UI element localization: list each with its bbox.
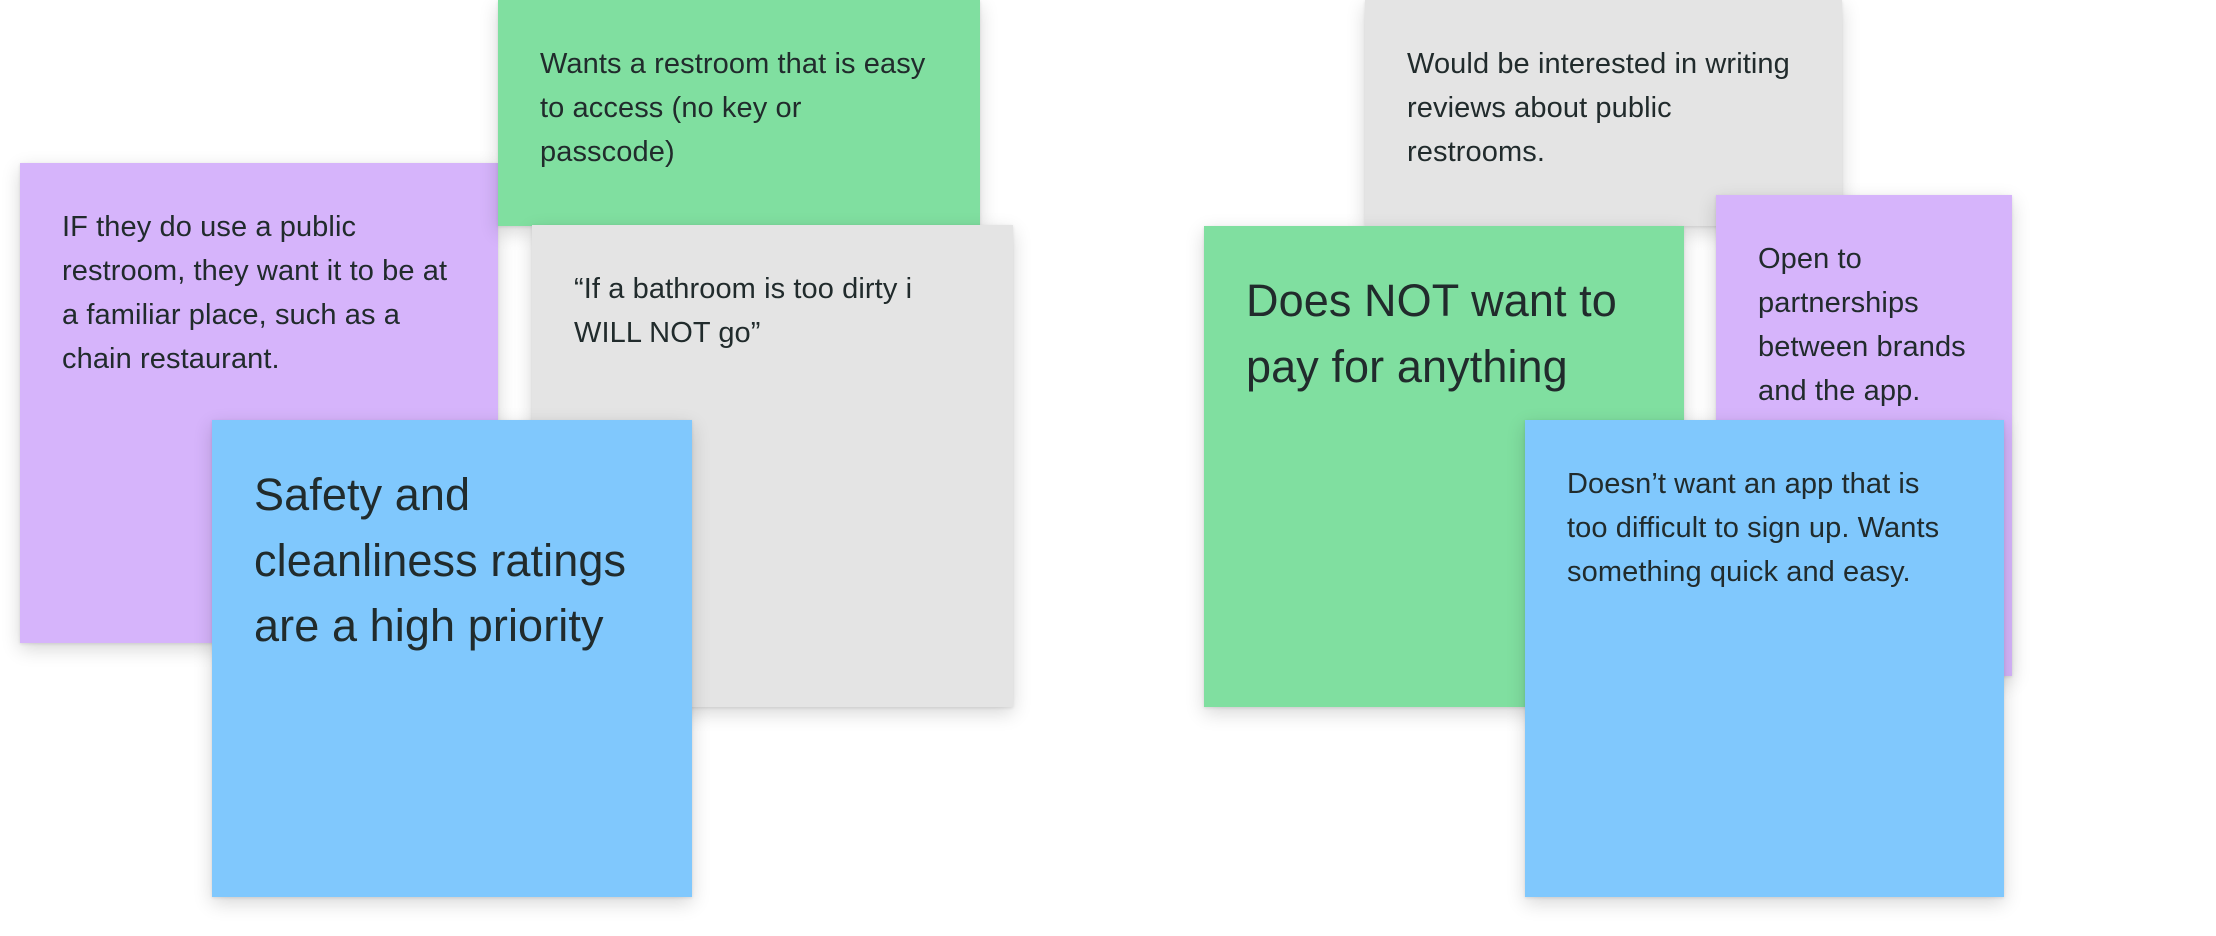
- note-text: “If a bathroom is too dirty i WILL NOT g…: [574, 273, 921, 350]
- note-text: Doesn’t want an app that is too difficul…: [1567, 468, 1948, 589]
- note-writing-reviews[interactable]: Would be interested in writing reviews a…: [1365, 0, 1842, 226]
- note-text: Would be interested in writing reviews a…: [1407, 48, 1799, 169]
- note-text: Open to partnerships between brands and …: [1758, 243, 1974, 408]
- note-easy-access[interactable]: Wants a restroom that is easy to access …: [498, 0, 980, 226]
- note-text: Does NOT want to pay for anything: [1246, 275, 1630, 392]
- note-safety-cleanliness[interactable]: Safety and cleanliness ratings are a hig…: [212, 420, 692, 897]
- note-text: IF they do use a public restroom, they w…: [62, 211, 456, 376]
- note-text: Wants a restroom that is easy to access …: [540, 48, 934, 169]
- note-text: Safety and cleanliness ratings are a hig…: [254, 469, 639, 652]
- note-quick-signup[interactable]: Doesn’t want an app that is too difficul…: [1525, 420, 2004, 897]
